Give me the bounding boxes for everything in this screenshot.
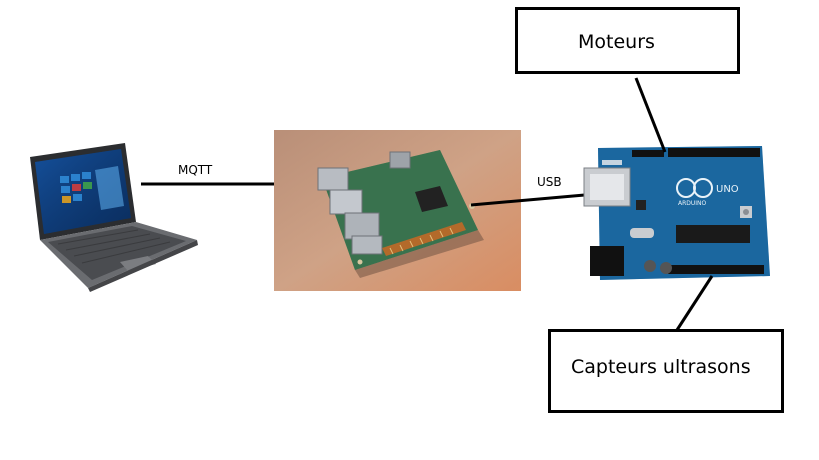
- motors-connection-line: [634, 77, 667, 153]
- arduino-uno-text: UNO: [716, 184, 739, 195]
- motors-label: Moteurs: [578, 31, 655, 53]
- arduino-brand-text: ARDUINO: [678, 200, 707, 207]
- motors-box: Moteurs: [515, 7, 740, 74]
- mqtt-label: MQTT: [178, 163, 213, 177]
- raspberry-pi-icon: [274, 130, 521, 291]
- usb-connection-line: [470, 192, 597, 207]
- ultrasonic-sensors-label: Capteurs ultrasons: [571, 356, 751, 378]
- ultrasonic-sensors-box: Capteurs ultrasons: [548, 329, 784, 413]
- sensors-connection-line: [675, 275, 714, 331]
- laptop-icon: [30, 143, 198, 292]
- arduino-uno-icon: UNO ARDUINO: [583, 146, 770, 280]
- usb-label: USB: [537, 175, 562, 189]
